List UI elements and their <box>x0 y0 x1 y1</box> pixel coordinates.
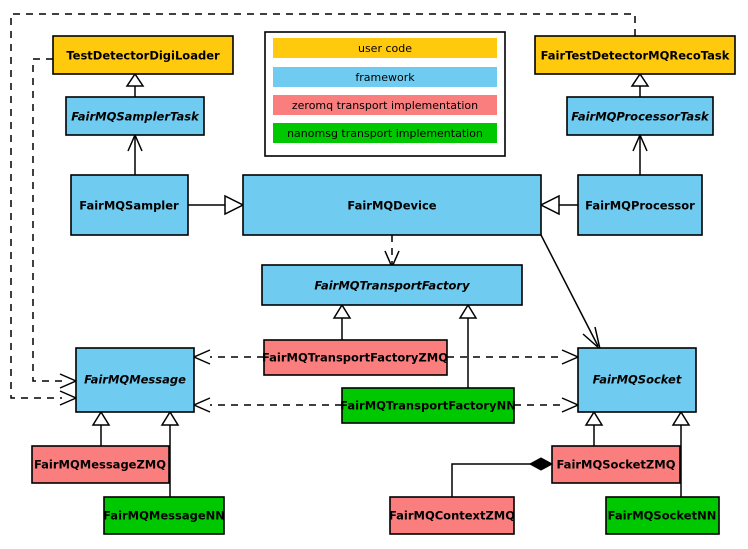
node-box[interactable] <box>577 174 703 236</box>
node-label: FairMQDevice <box>347 199 436 213</box>
node-fairmqsocketnn[interactable]: FairMQSocketNN <box>605 496 720 535</box>
node-label: FairMQSocket <box>593 373 682 387</box>
legend-item-framework: framework <box>273 67 497 87</box>
node-fairmqprocessor[interactable]: FairMQProcessor <box>577 174 703 236</box>
node-fairmqprocessortask[interactable]: FairMQProcessorTask <box>566 96 714 136</box>
legend-item-nanomsg: nanomsg transport implementation <box>273 123 497 143</box>
node-fairmqmessagenn[interactable]: FairMQMessageNN <box>103 496 225 535</box>
node-label: FairMQProcessorTask <box>571 110 710 124</box>
node-label: FairMQSocketNN <box>608 509 717 523</box>
node-fairtestdetectormqrecotask[interactable]: FairTestDetectorMQRecoTask <box>534 35 736 75</box>
edge-samplertask-to-digiloader <box>125 72 145 97</box>
node-box[interactable] <box>263 339 448 376</box>
legend-label: user code <box>358 42 412 55</box>
node-box[interactable] <box>534 35 736 75</box>
edge-device-to-socket <box>540 234 602 352</box>
node-testdetectordigiloader[interactable]: TestDetectorDigiLoader <box>52 35 234 75</box>
node-box[interactable] <box>103 496 225 535</box>
edge-factoryzmq-to-message <box>192 349 264 365</box>
node-fairmqmessage[interactable]: FairMQMessage <box>75 347 195 413</box>
node-fairmqsocketzmq[interactable]: FairMQSocketZMQ <box>551 445 681 484</box>
node-label: FairMQContextZMQ <box>389 509 515 523</box>
edge-messagezmq-to-message <box>91 410 111 446</box>
node-box[interactable] <box>551 445 681 484</box>
node-fairmqdevice[interactable]: FairMQDevice <box>242 174 542 236</box>
edge-factorynn-to-message <box>192 397 342 413</box>
legend-label: nanomsg transport implementation <box>287 127 483 140</box>
node-label: FairMQSamplerTask <box>71 110 200 124</box>
edge-socketnn-to-socket <box>671 410 691 497</box>
legend-item-zeromq: zeromq transport implementation <box>273 95 497 115</box>
legend-swatch <box>273 38 497 58</box>
node-label: FairMQTransportFactoryZMQ <box>262 351 448 365</box>
node-label: FairMQMessageNN <box>103 509 225 523</box>
node-label: FairMQMessage <box>84 373 186 387</box>
edge-socketzmq-to-socket <box>584 410 604 446</box>
node-box[interactable] <box>389 496 515 535</box>
edge-sampler-to-samplertask <box>127 133 143 175</box>
node-fairmqsocket[interactable]: FairMQSocket <box>577 347 697 413</box>
node-box[interactable] <box>605 496 720 535</box>
node-box[interactable] <box>242 174 542 236</box>
edge-factoryzmq-to-socket <box>447 349 580 365</box>
node-label: TestDetectorDigiLoader <box>66 49 220 63</box>
node-label: FairMQTransportFactoryNN <box>340 399 516 413</box>
legend-item-user-code: user code <box>273 38 497 58</box>
edge-processor-to-processortask <box>632 133 648 175</box>
edge-factorynn-to-factory <box>458 303 478 388</box>
node-fairmqmessagezmq[interactable]: FairMQMessageZMQ <box>31 445 170 484</box>
edge-processortask-to-recotask <box>630 72 650 97</box>
legend-label: framework <box>355 71 415 84</box>
node-label: FairMQProcessor <box>585 199 695 213</box>
node-box[interactable] <box>70 174 189 236</box>
legend-box: user code framework zeromq transport imp… <box>264 31 506 157</box>
edge-processor-to-device <box>539 194 578 216</box>
legend-swatch <box>273 95 497 115</box>
node-label: FairMQTransportFactory <box>314 279 470 293</box>
node-box[interactable] <box>566 96 714 136</box>
node-label: FairTestDetectorMQRecoTask <box>541 49 730 63</box>
legend-swatch <box>273 123 497 143</box>
node-label: FairMQSocketZMQ <box>557 458 676 472</box>
edge-device-to-transportfactory <box>384 235 400 269</box>
node-box[interactable] <box>52 35 234 75</box>
node-box[interactable] <box>65 96 205 136</box>
node-fairmqtransportfactoryzmq[interactable]: FairMQTransportFactoryZMQ <box>262 339 448 376</box>
edge-sampler-to-device <box>188 194 245 216</box>
node-box[interactable] <box>341 387 515 424</box>
edge-factoryzmq-to-factory <box>332 303 352 340</box>
edge-socketzmq-to-contextzmq <box>451 457 554 497</box>
node-fairmqtransportfactorynn[interactable]: FairMQTransportFactoryNN <box>340 387 516 424</box>
node-box[interactable] <box>261 264 523 306</box>
legend-label: zeromq transport implementation <box>292 99 478 112</box>
node-fairmqtransportfactory[interactable]: FairMQTransportFactory <box>261 264 523 306</box>
node-fairmqcontextzmq[interactable]: FairMQContextZMQ <box>389 496 515 535</box>
node-box[interactable] <box>31 445 170 484</box>
node-fairmqsampler[interactable]: FairMQSampler <box>70 174 189 236</box>
node-box[interactable] <box>75 347 195 413</box>
node-fairmqsamplertask[interactable]: FairMQSamplerTask <box>65 96 205 136</box>
node-label: FairMQMessageZMQ <box>34 458 166 472</box>
node-layer: TestDetectorDigiLoader FairTestDetectorM… <box>31 35 736 535</box>
node-label: FairMQSampler <box>79 199 179 213</box>
edge-factorynn-to-socket <box>514 397 580 413</box>
node-box[interactable] <box>577 347 697 413</box>
edge-messagenn-to-message <box>160 410 180 497</box>
legend-swatch <box>273 67 497 87</box>
